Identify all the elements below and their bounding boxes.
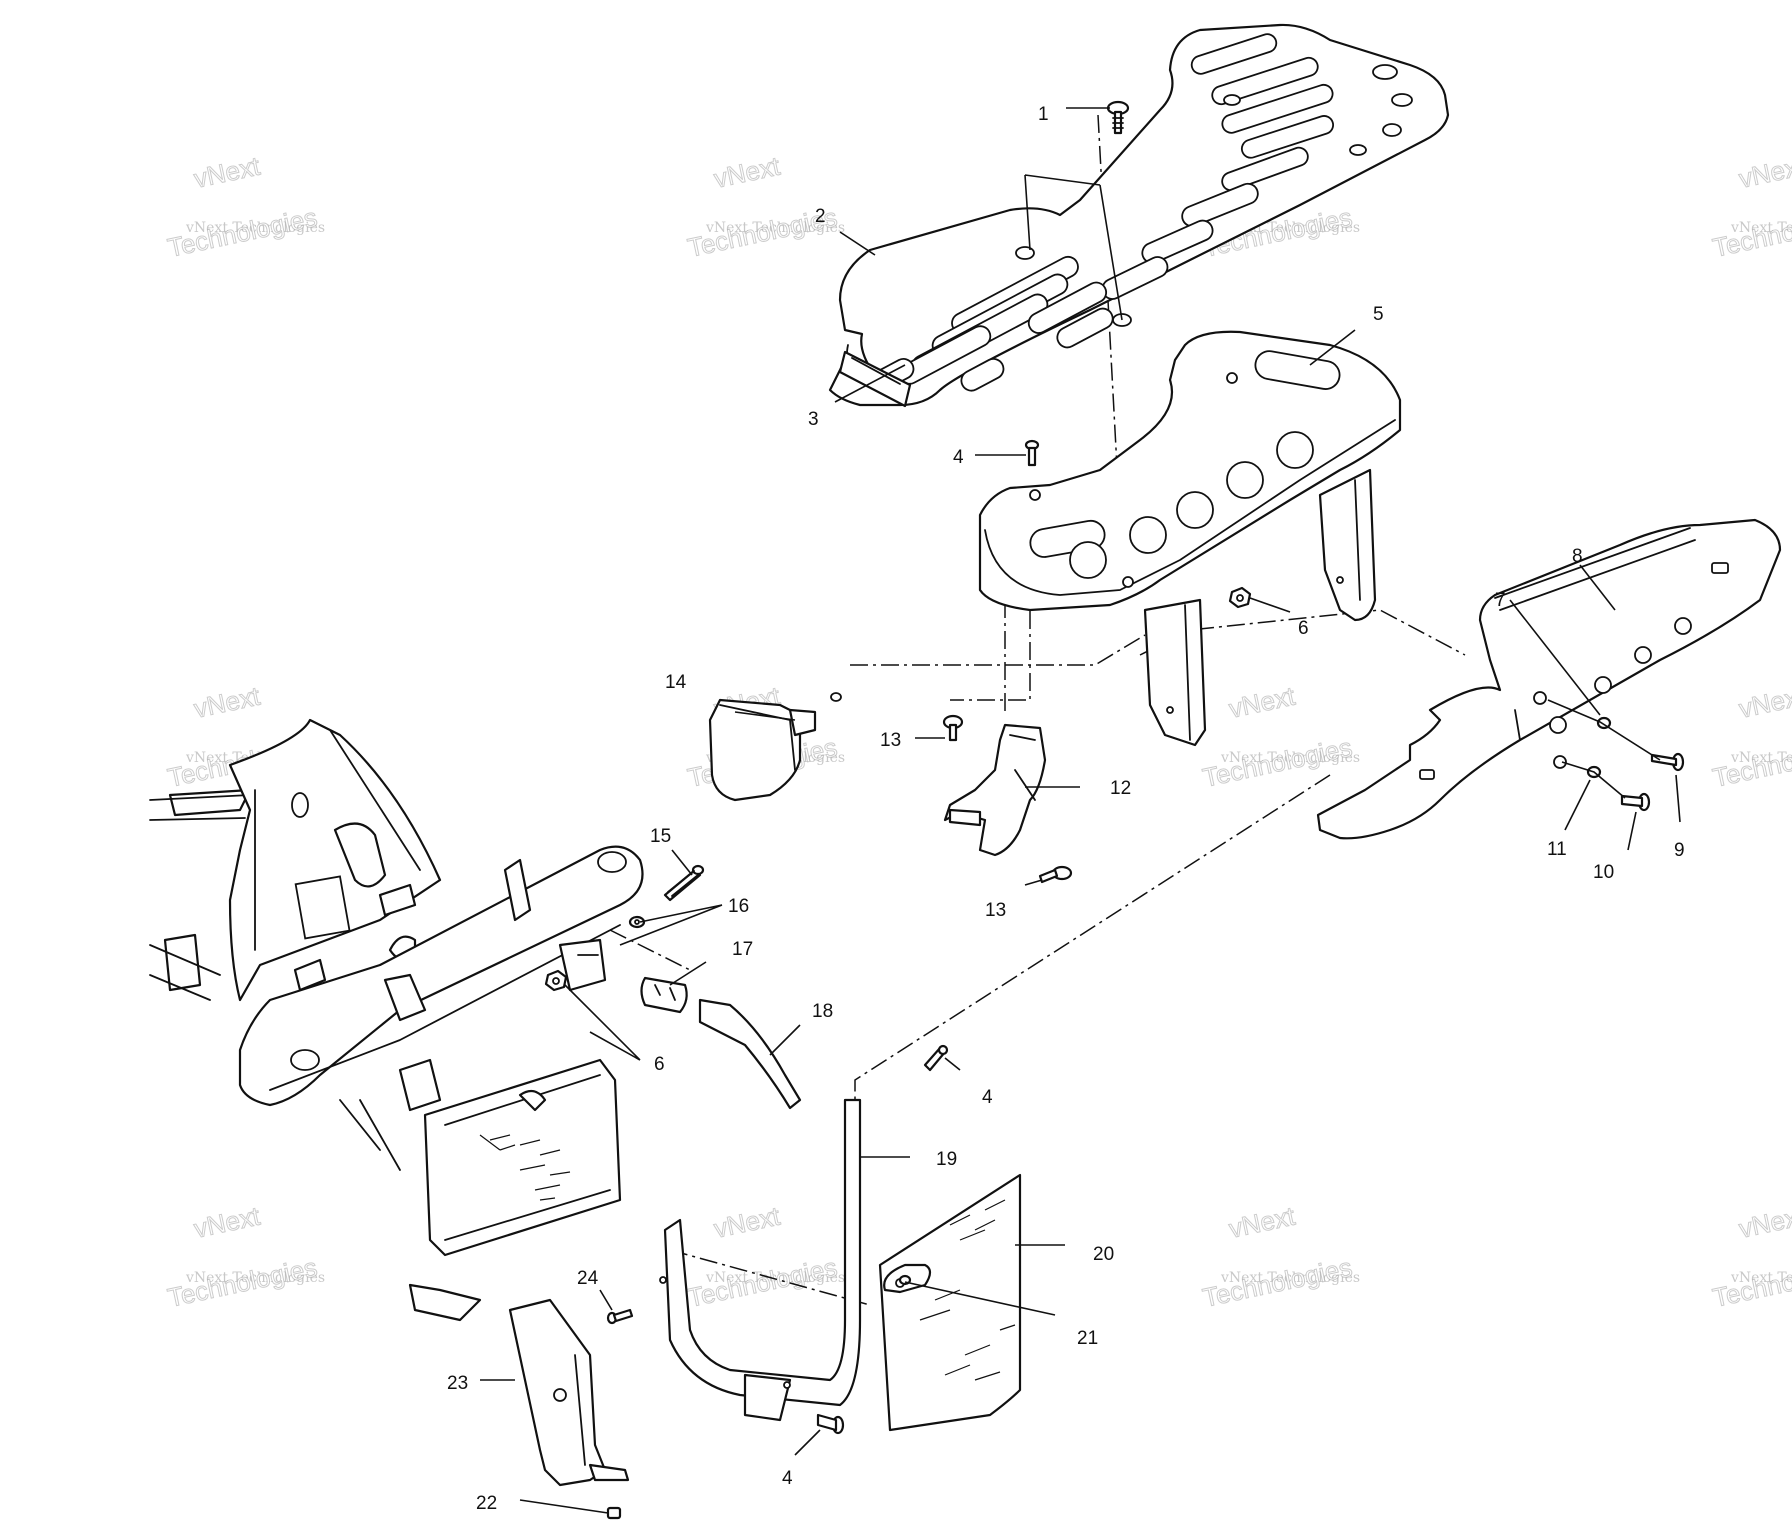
- watermark-big: Technologies: [1710, 732, 1792, 793]
- watermark-1: vNext vNext Technologies Technologies: [164, 150, 325, 263]
- callout-16: 16: [728, 896, 749, 917]
- part-13-bolt-lower: [1038, 865, 1073, 884]
- callout-4: 4: [782, 1468, 793, 1489]
- watermark-2: vNext vNext Technologies Technologies: [684, 150, 845, 263]
- watermark-big: Technologies: [1710, 1252, 1792, 1313]
- watermark-8: vNext vNext Technologies Technologies: [1709, 680, 1792, 793]
- part-5-rack-support: [978, 330, 1402, 747]
- callout-11: 11: [1547, 839, 1567, 860]
- part-18-tube: [698, 998, 802, 1110]
- watermark-7: vNext vNext Technologies Technologies: [1199, 680, 1360, 793]
- watermark-big: Technologies: [1710, 202, 1792, 263]
- callout-17: 17: [732, 939, 753, 960]
- rack-slots: [870, 33, 1413, 392]
- callout-23: 23: [447, 1373, 468, 1394]
- part-6-nut-upper: [1228, 586, 1252, 609]
- watermark-brand: vNext: [711, 1201, 783, 1244]
- watermark-small: vNext Technologies: [705, 1270, 845, 1286]
- callout-6: 6: [1298, 618, 1309, 639]
- callout-4: 4: [953, 447, 964, 468]
- watermark-big: Technologies: [165, 1252, 320, 1313]
- part-16-washer: [628, 915, 646, 929]
- callout-7: 7: [1495, 590, 1506, 611]
- callout-6: 6: [654, 1054, 665, 1075]
- part-14-tail-light: [708, 692, 842, 802]
- watermark-small: vNext Technologies: [1220, 1270, 1360, 1286]
- watermark-small: vNext Technologies: [1730, 1270, 1792, 1286]
- part-1-bolt: [1106, 100, 1130, 135]
- watermark-brand: vNext: [1736, 681, 1792, 724]
- assembly-lines: [609, 114, 1466, 1306]
- watermark-big: Technologies: [165, 202, 320, 263]
- part-4-bolt-lower: [816, 1413, 845, 1435]
- callouts: 1 2 3 4 5 6 7 8 9 10 11 12 13 13 14 15 1…: [447, 104, 1685, 1514]
- watermark-11: vNext vNext Technologies Technologies: [1199, 1200, 1360, 1313]
- radiator: [408, 1058, 622, 1322]
- part-13-bolt-upper: [942, 714, 964, 742]
- part-4-bolt-upper: [1024, 439, 1040, 467]
- watermark-10: vNext vNext Technologies Technologies: [684, 1200, 845, 1313]
- callout-4: 4: [982, 1087, 993, 1108]
- callout-1: 1: [1038, 104, 1049, 125]
- watermark-brand: vNext: [1736, 151, 1792, 194]
- watermark-12: vNext vNext Technologies Technologies: [1709, 1200, 1792, 1313]
- part-15-bolt: [663, 864, 705, 902]
- callout-3: 3: [808, 409, 819, 430]
- watermark-4: vNext vNext Technologies Technologies: [1709, 150, 1792, 263]
- watermark-brand: vNext: [711, 151, 783, 194]
- part-19-frame-bar: [659, 1098, 862, 1422]
- bumper-fastener-line-upper: [1547, 699, 1661, 761]
- watermark-small: vNext Technologies: [1730, 750, 1792, 766]
- part-8-bumper: [1316, 518, 1782, 840]
- watermark-big: Technologies: [1200, 732, 1355, 793]
- watermark-small: vNext Technologies: [185, 1270, 325, 1286]
- callout-5: 5: [1373, 304, 1384, 325]
- callout-19: 19: [936, 1149, 957, 1170]
- part-2-upper-rack: [828, 23, 1450, 407]
- frame: [149, 718, 644, 1171]
- watermark-brand: vNext: [191, 151, 263, 194]
- watermark-brand: vNext: [191, 681, 263, 724]
- watermark-brand: vNext: [1736, 1201, 1792, 1244]
- watermark-small: vNext Technologies: [185, 220, 325, 236]
- part-10-bolt: [1620, 792, 1651, 812]
- part-22-nut: [606, 1506, 622, 1520]
- part-17-clamp: [640, 976, 688, 1014]
- callout-13: 13: [880, 730, 901, 751]
- callout-9: 9: [1674, 840, 1685, 861]
- watermark-brand: vNext: [1226, 1201, 1298, 1244]
- bolt-guide-lines: [1024, 174, 1123, 321]
- callout-15: 15: [650, 826, 671, 847]
- callout-2: 2: [815, 206, 826, 227]
- callout-12: 12: [1110, 778, 1131, 799]
- part-12-mount-bracket: [943, 723, 1047, 857]
- bumper-fastener-line-lower: [1561, 761, 1626, 799]
- part-24-bolt: [606, 1308, 634, 1325]
- callout-13: 13: [985, 900, 1006, 921]
- part-6-nut-lower: [544, 969, 568, 992]
- leader-lines: [480, 107, 1681, 1514]
- callout-14: 14: [665, 672, 687, 693]
- frame-bracket: [558, 938, 607, 992]
- part-4-bolt-mid: [923, 1044, 949, 1072]
- callout-21: 21: [1077, 1328, 1098, 1349]
- callout-20: 20: [1093, 1244, 1114, 1265]
- watermark-small: vNext Technologies: [705, 220, 845, 236]
- part-23-shield: [508, 1298, 630, 1487]
- watermark-brand: vNext: [191, 1201, 263, 1244]
- watermark-small: vNext Technologies: [1220, 750, 1360, 766]
- watermark-big: Technologies: [1200, 1252, 1355, 1313]
- part-9-bolt: [1650, 752, 1685, 772]
- watermark-brand: vNext: [1226, 681, 1298, 724]
- callout-24: 24: [577, 1268, 599, 1289]
- callout-10: 10: [1593, 862, 1614, 883]
- callout-8: 8: [1572, 546, 1583, 567]
- watermark-9: vNext vNext Technologies Technologies: [164, 1200, 325, 1313]
- callout-18: 18: [812, 1001, 833, 1022]
- callout-22: 22: [476, 1493, 497, 1514]
- watermark-small: vNext Technologies: [1730, 220, 1792, 236]
